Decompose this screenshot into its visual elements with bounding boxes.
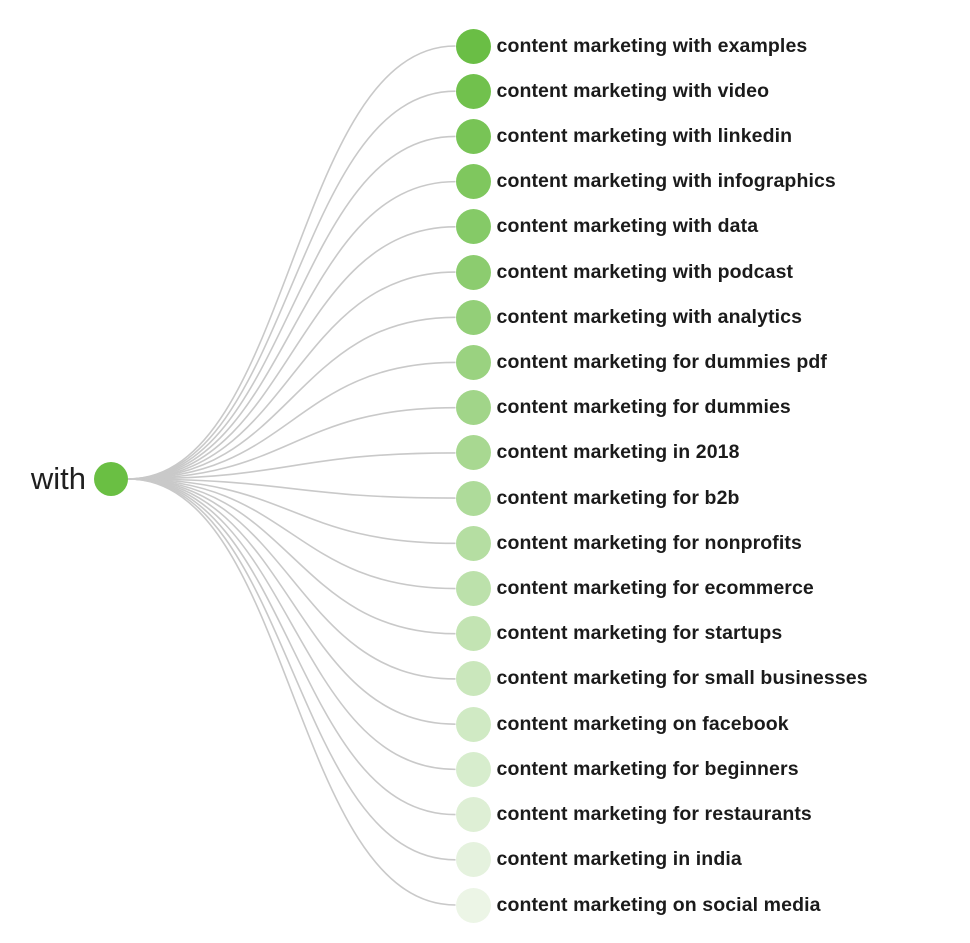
keyword-label: content marketing in india bbox=[496, 848, 742, 871]
keyword-node-circle bbox=[455, 254, 491, 290]
keyword-node[interactable]: content marketing for dummies pdf bbox=[455, 340, 828, 384]
connector-line bbox=[127, 180, 456, 480]
keyword-node-circle bbox=[455, 209, 491, 245]
keyword-label: content marketing with podcast bbox=[496, 260, 794, 283]
keyword-node[interactable]: content marketing with infographics bbox=[455, 160, 836, 204]
keyword-label: content marketing with examples bbox=[496, 34, 808, 57]
keyword-node[interactable]: content marketing with examples bbox=[455, 24, 808, 68]
keyword-label: content marketing for dummies bbox=[496, 396, 791, 419]
keyword-node[interactable]: content marketing for nonprofits bbox=[455, 521, 802, 565]
keyword-label: content marketing in 2018 bbox=[496, 441, 740, 464]
keyword-label: content marketing for dummies pdf bbox=[496, 350, 827, 373]
root-node-circle bbox=[94, 462, 128, 496]
keyword-node-circle bbox=[455, 661, 491, 697]
keyword-node[interactable]: content marketing with analytics bbox=[455, 295, 803, 339]
connector-line bbox=[127, 478, 456, 771]
keyword-node[interactable]: content marketing for dummies bbox=[455, 386, 791, 430]
keyword-node[interactable]: content marketing in 2018 bbox=[455, 431, 740, 475]
connector-line bbox=[127, 406, 456, 480]
keyword-label: content marketing for restaurants bbox=[496, 803, 812, 826]
connector-line bbox=[127, 316, 456, 480]
connector-line bbox=[127, 478, 456, 499]
keyword-node[interactable]: content marketing with podcast bbox=[455, 250, 794, 294]
keyword-node[interactable]: content marketing for ecommerce bbox=[455, 567, 814, 611]
keyword-node-circle bbox=[455, 73, 491, 109]
keyword-label: content marketing for small businesses bbox=[496, 667, 868, 690]
connector-line bbox=[127, 478, 456, 861]
keyword-node-circle bbox=[455, 797, 491, 833]
keyword-node-circle bbox=[455, 616, 491, 652]
connector-line bbox=[127, 90, 456, 480]
connector-line bbox=[127, 135, 456, 480]
root-label: with bbox=[30, 461, 86, 496]
connector-line bbox=[127, 478, 456, 545]
keyword-node[interactable]: content marketing for startups bbox=[455, 612, 783, 656]
keyword-node-circle bbox=[455, 751, 491, 787]
connector-line bbox=[127, 478, 456, 680]
keyword-label: content marketing for b2b bbox=[496, 486, 740, 509]
keyword-node[interactable]: content marketing for b2b bbox=[455, 476, 740, 520]
keyword-node[interactable]: content marketing on social media bbox=[455, 883, 821, 927]
keyword-node-circle bbox=[455, 390, 491, 426]
keyword-node[interactable]: content marketing with video bbox=[455, 69, 770, 113]
keyword-label: content marketing with infographics bbox=[496, 170, 836, 193]
keyword-node[interactable]: content marketing for restaurants bbox=[455, 793, 812, 837]
keyword-node[interactable]: content marketing with linkedin bbox=[455, 114, 793, 158]
keyword-node-circle bbox=[455, 118, 491, 154]
connector-line bbox=[127, 271, 456, 480]
connector-line bbox=[127, 478, 456, 590]
keyword-node-circle bbox=[455, 525, 491, 561]
keyword-node-circle bbox=[455, 887, 491, 923]
keyword-node-circle bbox=[455, 344, 491, 380]
keyword-node-circle bbox=[455, 480, 491, 516]
connector-line bbox=[127, 478, 456, 816]
keyword-label: content marketing on facebook bbox=[496, 712, 789, 735]
keyword-node-circle bbox=[455, 571, 491, 607]
keyword-node-circle bbox=[455, 842, 491, 878]
keyword-label: content marketing for nonprofits bbox=[496, 531, 802, 554]
connector-line bbox=[127, 478, 456, 635]
keyword-node-circle bbox=[455, 299, 491, 335]
keyword-label: content marketing with linkedin bbox=[496, 124, 793, 147]
keyword-label: content marketing for startups bbox=[496, 622, 783, 645]
connector-line bbox=[127, 45, 456, 480]
keyword-node[interactable]: content marketing for beginners bbox=[455, 747, 799, 791]
connector-line bbox=[127, 226, 456, 480]
keyword-node-circle bbox=[455, 164, 491, 200]
keyword-node-circle bbox=[455, 706, 491, 742]
keyword-label: content marketing with data bbox=[496, 215, 759, 238]
keyword-label: content marketing for beginners bbox=[496, 757, 799, 780]
connector-line bbox=[127, 478, 456, 725]
keyword-node-circle bbox=[455, 28, 491, 64]
keyword-label: content marketing with video bbox=[496, 79, 770, 102]
keyword-label: content marketing for ecommerce bbox=[496, 577, 814, 600]
keyword-node[interactable]: content marketing in india bbox=[455, 838, 742, 882]
keyword-node[interactable]: content marketing on facebook bbox=[455, 702, 789, 746]
connector-line bbox=[127, 361, 456, 480]
keyword-label: content marketing with analytics bbox=[496, 305, 803, 328]
keyword-node[interactable]: content marketing with data bbox=[455, 205, 759, 249]
keyword-label: content marketing on social media bbox=[496, 893, 821, 916]
root-node[interactable]: with bbox=[31, 457, 128, 501]
connector-line bbox=[127, 452, 456, 480]
keyword-node[interactable]: content marketing for small businesses bbox=[455, 657, 868, 701]
keyword-node-circle bbox=[455, 435, 491, 471]
connector-line bbox=[127, 478, 456, 906]
